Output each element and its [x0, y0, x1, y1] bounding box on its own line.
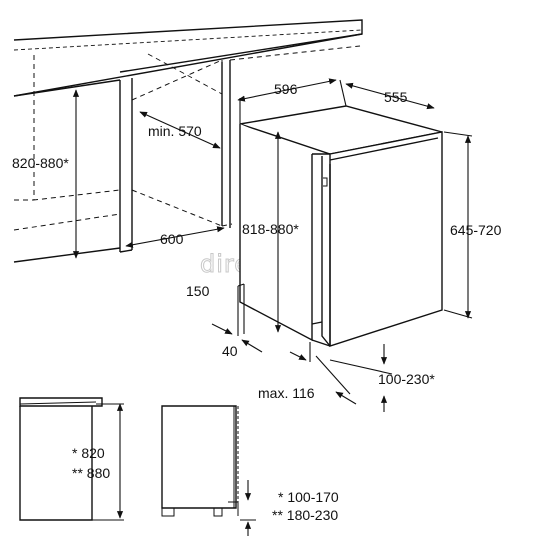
side-view-labels: * 820 ** 880 * 100-170 ** 180-230 [72, 445, 339, 523]
side-foot-label-2: ** 180-230 [272, 507, 338, 523]
foot-adjust-label: 100-230* [378, 371, 435, 387]
niche-width-label: 600 [160, 231, 184, 247]
side-foot-label-1: * 100-170 [278, 489, 339, 505]
side-view [19, 397, 256, 536]
side-height-label-1: * 820 [72, 445, 105, 461]
dishwasher-3d [239, 105, 443, 347]
door-offset-label: max. 116 [258, 385, 315, 401]
appliance-height-label: 818-880* [242, 221, 299, 237]
side-height-label-2: ** 880 [72, 465, 110, 481]
appliance-width-label: 596 [274, 81, 298, 97]
dimension-lines [72, 78, 473, 412]
appliance-depth-label: 555 [384, 89, 408, 105]
door-height-label: 645-720 [450, 222, 502, 238]
plinth-gap-label: 40 [222, 343, 238, 359]
cabinet-height-label: 820-880* [12, 155, 69, 171]
cabinet-niche [13, 19, 363, 263]
top-view-labels: 820-880* min. 570 600 596 555 818-880* 6… [12, 81, 502, 401]
plinth-height-label: 150 [186, 283, 210, 299]
niche-depth-label: min. 570 [148, 123, 202, 139]
